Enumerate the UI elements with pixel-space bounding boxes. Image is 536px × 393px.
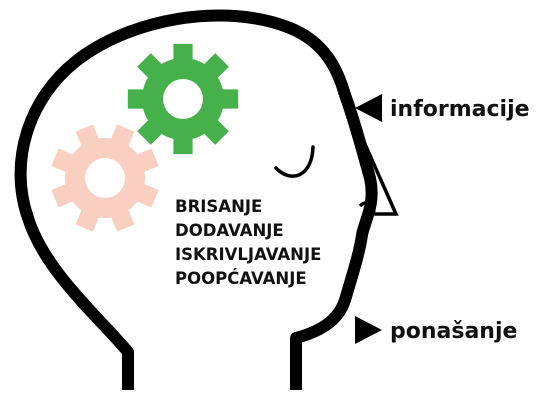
gear-shape	[51, 124, 159, 232]
closed-eye	[274, 145, 315, 178]
triangle-right-icon	[355, 316, 382, 344]
process-dodavanje: DODAVANJE	[175, 221, 284, 240]
gear-icon-active	[127, 43, 239, 155]
gear-icon-inactive	[51, 124, 159, 232]
triangle-left-icon	[355, 94, 382, 122]
gear-shape	[127, 43, 239, 155]
process-list: BRISANJE DODAVANJE ISKRIVLJAVANJE POOPĆA…	[175, 197, 321, 288]
input-label: informacije	[390, 97, 530, 122]
head-outline	[14, 9, 378, 390]
process-brisanje: BRISANJE	[175, 197, 262, 216]
process-iskrivljavanje: ISKRIVLJAVANJE	[175, 245, 321, 264]
nose	[347, 107, 399, 216]
process-poopcavanje: POOPĆAVANJE	[175, 269, 307, 288]
output-label: ponašanje	[390, 319, 517, 344]
nostril	[358, 201, 376, 213]
